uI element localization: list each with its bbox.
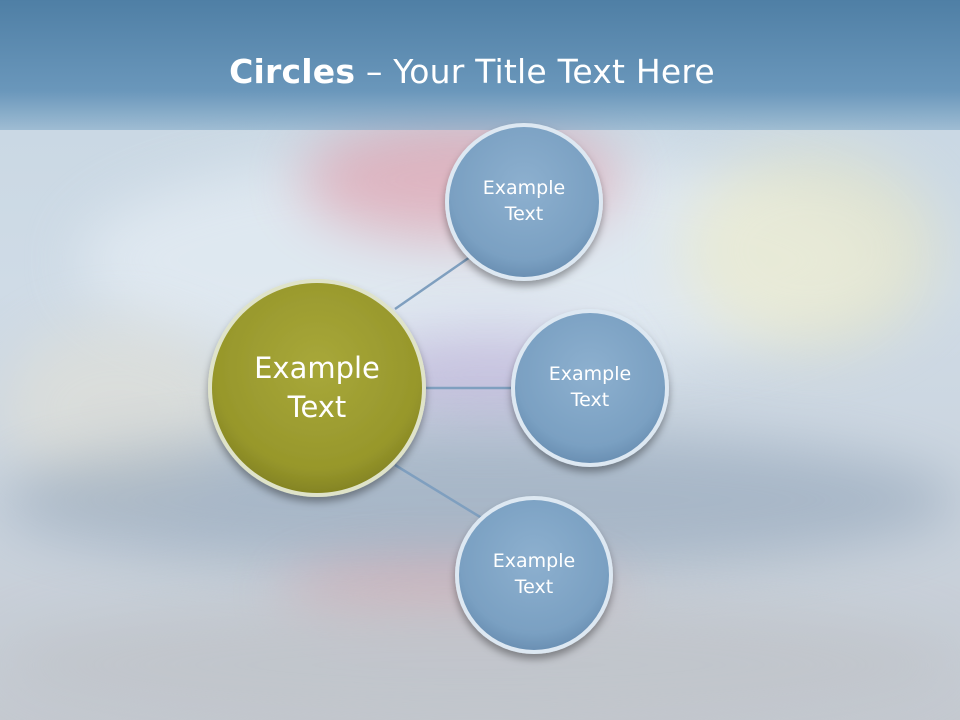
connector-bottom [394,463,486,522]
center-circle [208,279,426,497]
title-bold: Circles [229,52,356,91]
connector-top [394,255,471,311]
title-rest: – Your Title Text Here [355,52,715,91]
satellite-circle-bottom [455,496,613,654]
satellite-circle-middle [511,309,669,467]
slide-title: Circles – Your Title Text Here [0,52,944,91]
satellite-circle-top [445,123,603,281]
title-band [0,0,960,130]
